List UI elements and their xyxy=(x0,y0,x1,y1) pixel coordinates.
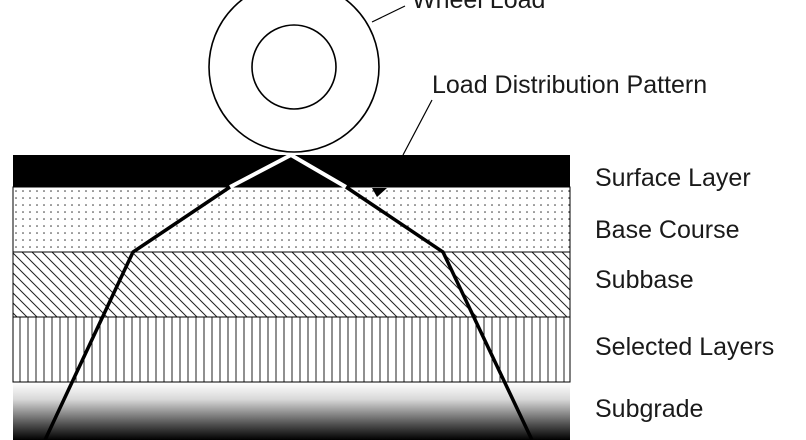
surface-layer xyxy=(13,155,570,187)
subgrade-label: Subgrade xyxy=(595,395,703,423)
selected-layers-label: Selected Layers xyxy=(595,333,774,361)
load-distribution-leader xyxy=(402,99,433,156)
subbase-layer xyxy=(12,251,571,318)
subbase-label: Subbase xyxy=(595,266,694,294)
load-distribution-left-line xyxy=(43,185,231,440)
base-course-label: Base Course xyxy=(595,216,740,244)
load-distribution-label: Load Distribution Pattern xyxy=(432,71,707,99)
wheel-load-label: Wheel Load xyxy=(412,0,545,14)
subgrade-layer xyxy=(13,382,570,440)
load-distribution-right-line xyxy=(345,185,534,440)
wheel-inner-circle xyxy=(251,24,337,110)
wheel-load-leader xyxy=(371,5,406,23)
surface-layer-label: Surface Layer xyxy=(595,164,751,192)
load-distribution-inner-white xyxy=(229,152,348,189)
base-course-layer xyxy=(12,186,571,253)
arrowhead-icon xyxy=(372,188,387,197)
